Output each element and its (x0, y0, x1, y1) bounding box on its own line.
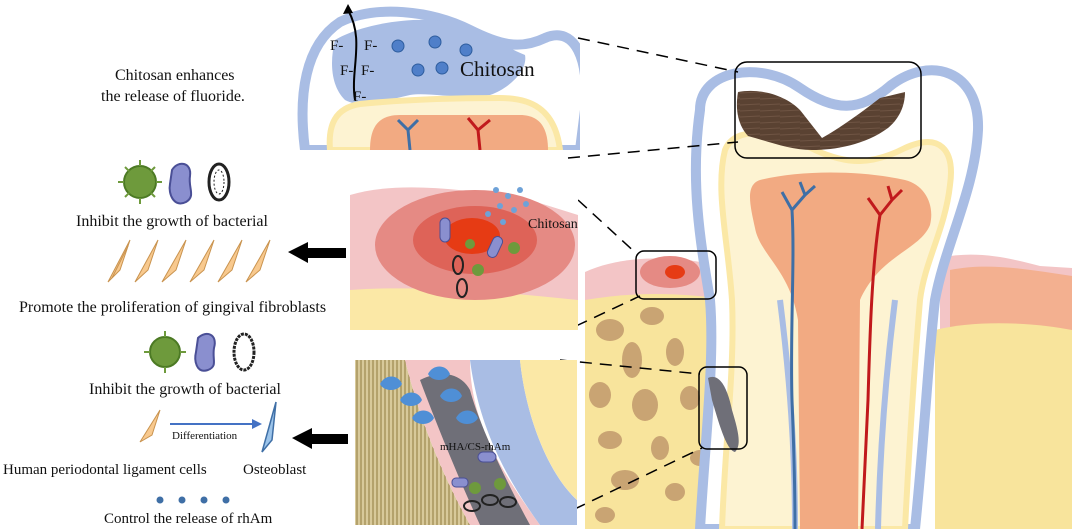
fluoride-panel (297, 4, 580, 150)
zoom-connectors (555, 37, 739, 519)
bacteria-icons-row-2 (144, 331, 256, 373)
bacteria-cluster-pdl (451, 451, 517, 512)
caries-lesion (736, 90, 905, 150)
gingival-panel (350, 172, 578, 330)
gingiva-highlight-box (635, 250, 717, 300)
main-tooth-cross-section (585, 61, 1072, 529)
fluoride-ion-label: F- (353, 89, 367, 105)
spiral-bacteria-icon (207, 162, 231, 202)
left-arrow-icon (288, 242, 346, 263)
chitosan-particles-gingiva (485, 187, 529, 225)
differentiation-row (139, 401, 277, 453)
inhibit-bacteria-label-1: Inhibit the growth of bacterial (76, 213, 268, 230)
fluoride-ion-label: F- (330, 38, 344, 54)
rhAm-droplets (380, 366, 478, 424)
coccus-bacteria-icon (118, 160, 162, 204)
bacteria-cluster-gingiva (439, 217, 520, 298)
alveolar-bone-left (585, 294, 730, 529)
fluoride-ion-label: F- (340, 63, 354, 79)
fibroblast-icon (139, 409, 161, 443)
pulp-chamber (750, 172, 932, 529)
nerve-blue (790, 209, 797, 529)
spiral-bacteria-icon (232, 332, 256, 372)
rhAm-release-label: Control the release of rhAm (104, 511, 273, 527)
vessel-red (860, 214, 882, 529)
osteoblast-icon (261, 401, 277, 453)
periodontal-defect (708, 376, 739, 452)
fluoride-release-arrow (347, 9, 358, 101)
inhibit-bacteria-label-2: Inhibit the growth of bacterial (89, 381, 281, 398)
alveolar-bone-right (935, 323, 1072, 529)
chitosan-filling (332, 19, 526, 105)
periodontal-panel (355, 360, 577, 525)
periodontal-highlight-box (698, 366, 748, 450)
chitosan-label-enamel: Chitosan (460, 57, 535, 81)
pdl-cells-label: Human periodontal ligament cells (3, 462, 207, 478)
chitosan-particles (391, 35, 473, 77)
fluoride-caption-line1: Chitosan enhances (115, 67, 235, 84)
osteoblast-label: Osteoblast (243, 462, 307, 478)
bacteria-icons-row-1 (118, 160, 231, 205)
left-arrow-icons (288, 242, 348, 449)
material-label: mHA/CS-rhAm (440, 441, 511, 453)
fluoride-ion-label: F- (364, 38, 378, 54)
chitosan-label-gingiva: Chitosan (528, 217, 578, 232)
rod-bacteria-icon (194, 332, 216, 372)
rod-bacteria-icon (168, 162, 193, 205)
bone-trabeculae (589, 307, 721, 523)
fluoride-ion-label: F- (361, 63, 375, 79)
fibroblast-icons (107, 239, 271, 283)
rhAm-dots (156, 496, 230, 504)
coccus-bacteria-icon (144, 331, 186, 373)
root-canal-right-line (875, 299, 898, 529)
fluoride-caption-line2: the release of fluoride. (101, 88, 245, 105)
promote-fibroblast-label: Promote the proliferation of gingival fi… (19, 299, 327, 316)
differentiation-label: Differentiation (172, 430, 238, 442)
caries-highlight-box (734, 61, 922, 159)
left-arrow-icon (292, 428, 348, 449)
